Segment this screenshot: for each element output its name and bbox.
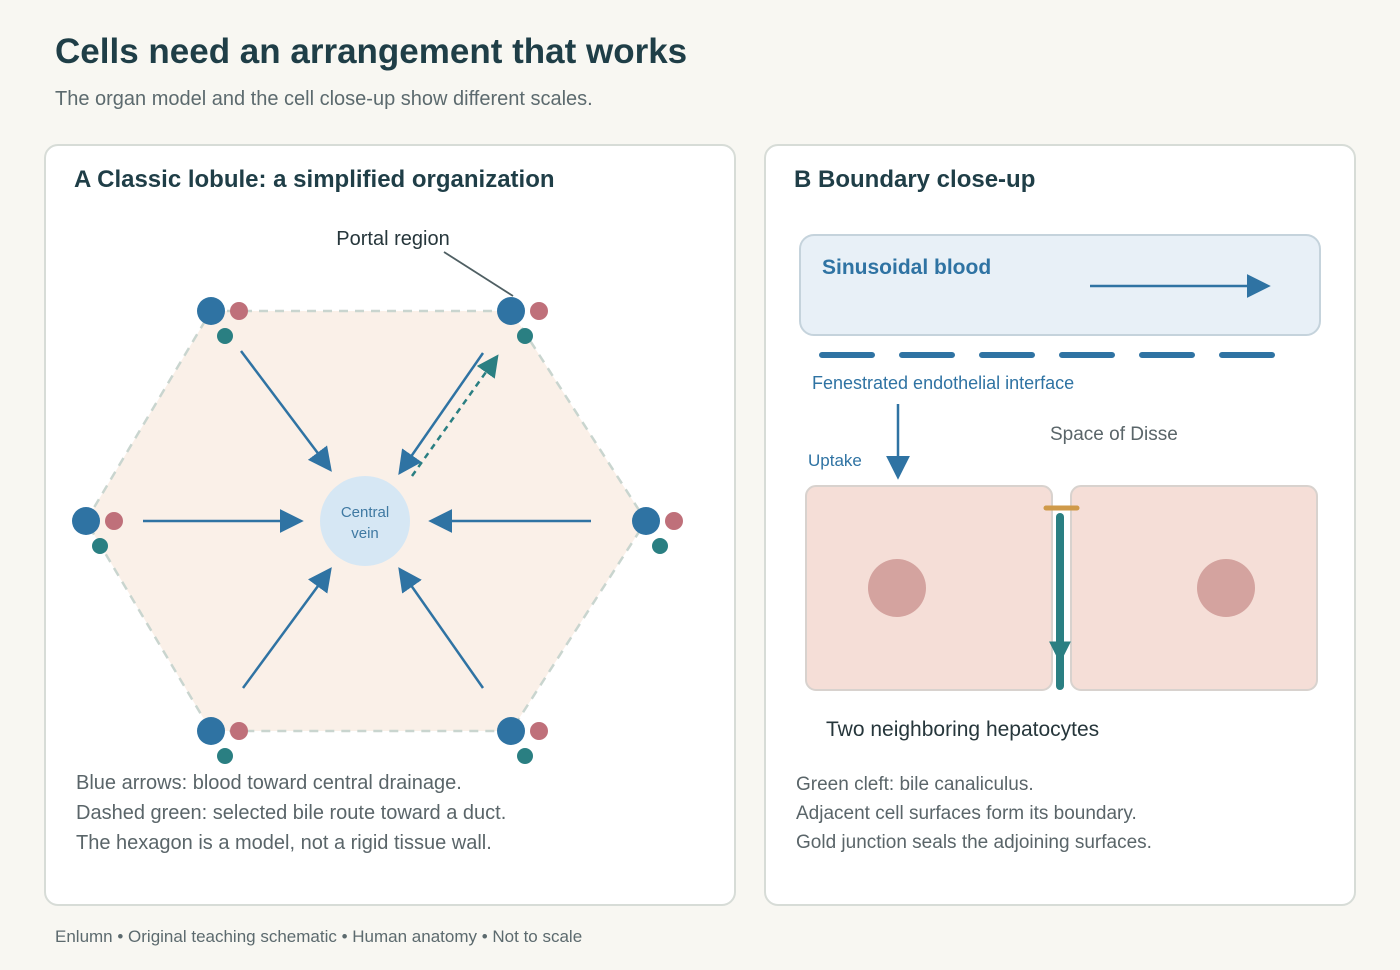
note-bile-canaliculus: Green cleft: bile canaliculus. xyxy=(796,774,1034,795)
portal-triad-right xyxy=(632,507,683,554)
uptake-label: Uptake xyxy=(808,451,862,470)
portal-triad-top-left xyxy=(197,297,248,344)
blood-arrow-top-right xyxy=(398,352,485,475)
page-subtitle: The organ model and the cell close-up sh… xyxy=(55,88,593,110)
panel-b-title: B Boundary close-up xyxy=(794,166,1036,193)
note-cell-surfaces: Adjacent cell surfaces form its boundary… xyxy=(796,803,1137,824)
boundary-diagram: Sinusoidal blood Fenestrated endothelial… xyxy=(799,234,1321,741)
note-blood-arrows: Blue arrows: blood toward central draina… xyxy=(76,772,462,794)
footer-credit: Enlumn • Original teaching schematic • H… xyxy=(55,927,583,946)
blood-arrow-bottom-right xyxy=(398,567,485,689)
note-bile-route: Dashed green: selected bile route toward… xyxy=(76,802,507,824)
portal-triad-top-right xyxy=(497,297,548,344)
portal-leader-line xyxy=(443,251,514,297)
page-title: Cells need an arrangement that works xyxy=(55,32,688,71)
nucleus-left xyxy=(868,559,926,617)
panel-lobule: A Classic lobule: a simplified organizat… xyxy=(44,144,736,906)
portal-triad-bottom-left xyxy=(197,717,248,764)
panel-boundary: B Boundary close-up Sinusoidal blood Fen… xyxy=(764,144,1356,906)
hepatocyte-right xyxy=(1070,485,1318,691)
sinusoidal-blood-label: Sinusoidal blood xyxy=(822,256,991,279)
panel-a-notes: Blue arrows: blood toward central draina… xyxy=(76,768,506,858)
portal-triad-left xyxy=(72,507,123,554)
portal-triad-bottom-right xyxy=(497,717,548,764)
note-gold-junction: Gold junction seals the adjoining surfac… xyxy=(796,832,1152,853)
hepatocyte-left xyxy=(805,485,1053,691)
central-vein xyxy=(320,476,410,566)
panel-b-notes: Green cleft: bile canaliculus. Adjacent … xyxy=(796,770,1152,857)
bile-route-arrow xyxy=(410,354,499,477)
central-vein-label-line1: Central xyxy=(341,504,389,521)
nucleus-right xyxy=(1197,559,1255,617)
sinusoid-box xyxy=(799,234,1321,336)
central-vein-label-line2: vein xyxy=(351,525,379,542)
space-of-disse-label: Space of Disse xyxy=(1050,424,1178,445)
note-hexagon-model: The hexagon is a model, not a rigid tiss… xyxy=(76,832,492,854)
hepatocytes-label: Two neighboring hepatocytes xyxy=(826,718,1099,741)
blood-arrow-bottom-left xyxy=(241,567,332,689)
blood-arrow-top-left xyxy=(240,350,332,472)
lobule-diagram: Portal region Central vein xyxy=(72,228,683,764)
panel-a-title: A Classic lobule: a simplified organizat… xyxy=(74,166,555,193)
portal-region-label: Portal region xyxy=(336,228,449,250)
interface-label: Fenestrated endothelial interface xyxy=(812,373,1074,393)
